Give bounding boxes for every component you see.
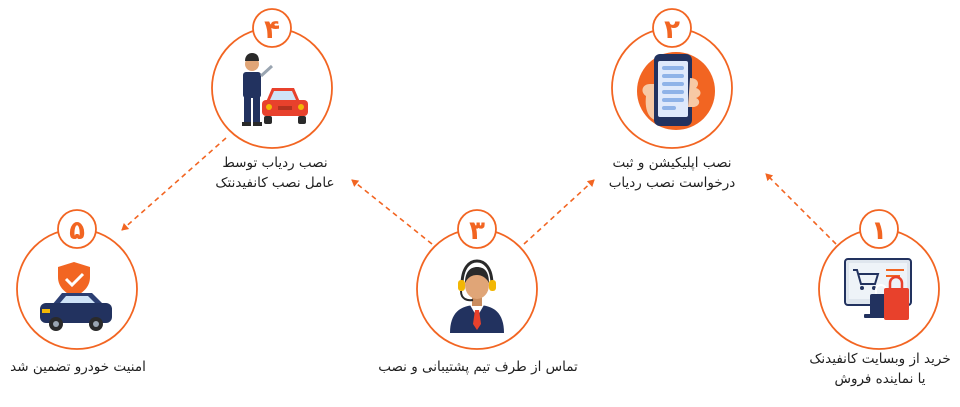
step-1-number: ۱ bbox=[871, 216, 887, 246]
step-3-label: تماس از طرف تیم پشتیبانی و نصب bbox=[360, 357, 596, 377]
arrow-1-to-2 bbox=[766, 174, 836, 244]
arrow-2-to-3 bbox=[524, 180, 594, 244]
step-3: ۳ bbox=[417, 210, 537, 349]
step-1-label-line1: خرید از وبسایت کانفیدنک bbox=[800, 349, 960, 369]
step-2: ۲ bbox=[612, 9, 732, 148]
step-2-label-line2: درخواست نصب ردیاب bbox=[598, 173, 746, 193]
step-2-label-line1: نصب اپلیکیشن و ثبت bbox=[598, 153, 746, 173]
step-4-label-line2: عامل نصب کانفیدنتک bbox=[200, 173, 350, 193]
step-3-label-line1: تماس از طرف تیم پشتیبانی و نصب bbox=[360, 357, 596, 377]
step-5-label-line1: امنیت خودرو تضمین شد bbox=[0, 357, 156, 377]
step-3-number: ۳ bbox=[469, 216, 485, 246]
arrow-3-to-4 bbox=[352, 180, 432, 244]
step-1: ۱ bbox=[819, 210, 939, 349]
smartphone-app-icon bbox=[637, 52, 715, 130]
step-4-label: نصب ردیاب توسط عامل نصب کانفیدنتک bbox=[200, 153, 350, 193]
step-5-label: امنیت خودرو تضمین شد bbox=[0, 357, 156, 377]
step-4-label-line1: نصب ردیاب توسط bbox=[200, 153, 350, 173]
step-4: ۴ bbox=[212, 9, 332, 148]
step-1-label: خرید از وبسایت کانفیدنک یا نماینده فروش bbox=[800, 349, 960, 389]
step-5-number: ۵ bbox=[69, 216, 85, 246]
step-5: ۵ bbox=[17, 210, 137, 349]
step-1-label-line2: یا نماینده فروش bbox=[800, 369, 960, 389]
step-4-number: ۴ bbox=[264, 15, 280, 45]
step-2-number: ۲ bbox=[664, 15, 680, 45]
step-2-label: نصب اپلیکیشن و ثبت درخواست نصب ردیاب bbox=[598, 153, 746, 193]
